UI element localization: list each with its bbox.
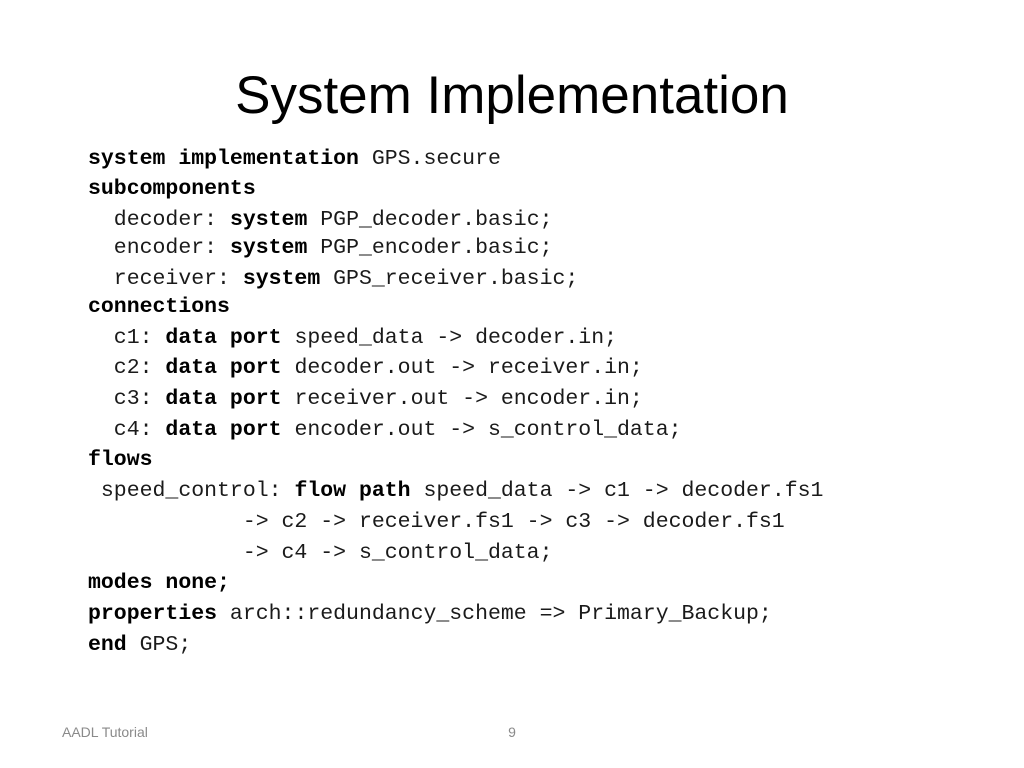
code-line: connections	[88, 292, 230, 322]
code-keyword: properties	[88, 602, 218, 626]
code-line: subcomponents	[88, 174, 256, 204]
code-text: GPS;	[126, 633, 192, 657]
code-keyword: flows	[88, 448, 153, 472]
code-text: c4:	[88, 418, 166, 442]
code-text: encoder.out -> s_control_data;	[281, 418, 682, 442]
code-keyword: system implementation	[88, 147, 359, 171]
code-line: end GPS;	[88, 630, 191, 660]
code-text: arch::redundancy_scheme => Primary_Backu…	[217, 602, 772, 626]
code-line: speed_control: flow path speed_data -> c…	[88, 476, 824, 506]
code-line: decoder: system PGP_decoder.basic;	[88, 205, 553, 235]
code-text: c2:	[88, 356, 166, 380]
code-line: modes none;	[88, 568, 230, 598]
code-keyword: data port	[165, 356, 282, 380]
code-line: c4: data port encoder.out -> s_control_d…	[88, 415, 682, 445]
code-line: c1: data port speed_data -> decoder.in;	[88, 323, 617, 353]
code-text: receiver:	[88, 267, 243, 291]
code-keyword: subcomponents	[88, 177, 256, 201]
code-line: receiver: system GPS_receiver.basic;	[88, 264, 579, 294]
code-text: encoder:	[88, 236, 230, 260]
code-keyword: connections	[88, 295, 230, 319]
code-keyword: system	[229, 208, 308, 232]
code-line: system implementation GPS.secure	[88, 144, 501, 174]
code-keyword: flow path	[294, 479, 411, 503]
code-text: GPS_receiver.basic;	[320, 267, 579, 291]
code-keyword: end	[88, 633, 127, 657]
code-line: c2: data port decoder.out -> receiver.in…	[88, 353, 643, 383]
code-text: c1:	[88, 326, 166, 350]
page-number: 9	[508, 724, 516, 740]
code-keyword: data port	[165, 326, 282, 350]
code-text: speed_data -> decoder.in;	[281, 326, 618, 350]
code-line: c3: data port receiver.out -> encoder.in…	[88, 384, 643, 414]
code-text: -> c4 -> s_control_data;	[88, 541, 553, 565]
code-line: properties arch::redundancy_scheme => Pr…	[88, 599, 772, 629]
code-line: -> c2 -> receiver.fs1 -> c3 -> decoder.f…	[88, 507, 785, 537]
code-text: receiver.out -> encoder.in;	[281, 387, 643, 411]
slide-title: System Implementation	[235, 66, 789, 125]
code-text: PGP_decoder.basic;	[307, 208, 553, 232]
code-keyword: system	[242, 267, 321, 291]
code-keyword: modes none;	[88, 571, 230, 595]
code-text: c3:	[88, 387, 166, 411]
code-text: speed_data -> c1 -> decoder.fs1	[410, 479, 824, 503]
code-line: encoder: system PGP_encoder.basic;	[88, 233, 553, 263]
code-keyword: data port	[165, 418, 282, 442]
code-text: speed_control:	[88, 479, 295, 503]
code-keyword: system	[229, 236, 308, 260]
footer-label: AADL Tutorial	[62, 724, 148, 740]
code-text: decoder:	[88, 208, 230, 232]
code-text: GPS.secure	[358, 147, 501, 171]
code-text: decoder.out -> receiver.in;	[281, 356, 643, 380]
code-text: PGP_encoder.basic;	[307, 236, 553, 260]
code-line: -> c4 -> s_control_data;	[88, 538, 553, 568]
code-keyword: data port	[165, 387, 282, 411]
code-line: flows	[88, 445, 153, 475]
code-text: -> c2 -> receiver.fs1 -> c3 -> decoder.f…	[88, 510, 785, 534]
